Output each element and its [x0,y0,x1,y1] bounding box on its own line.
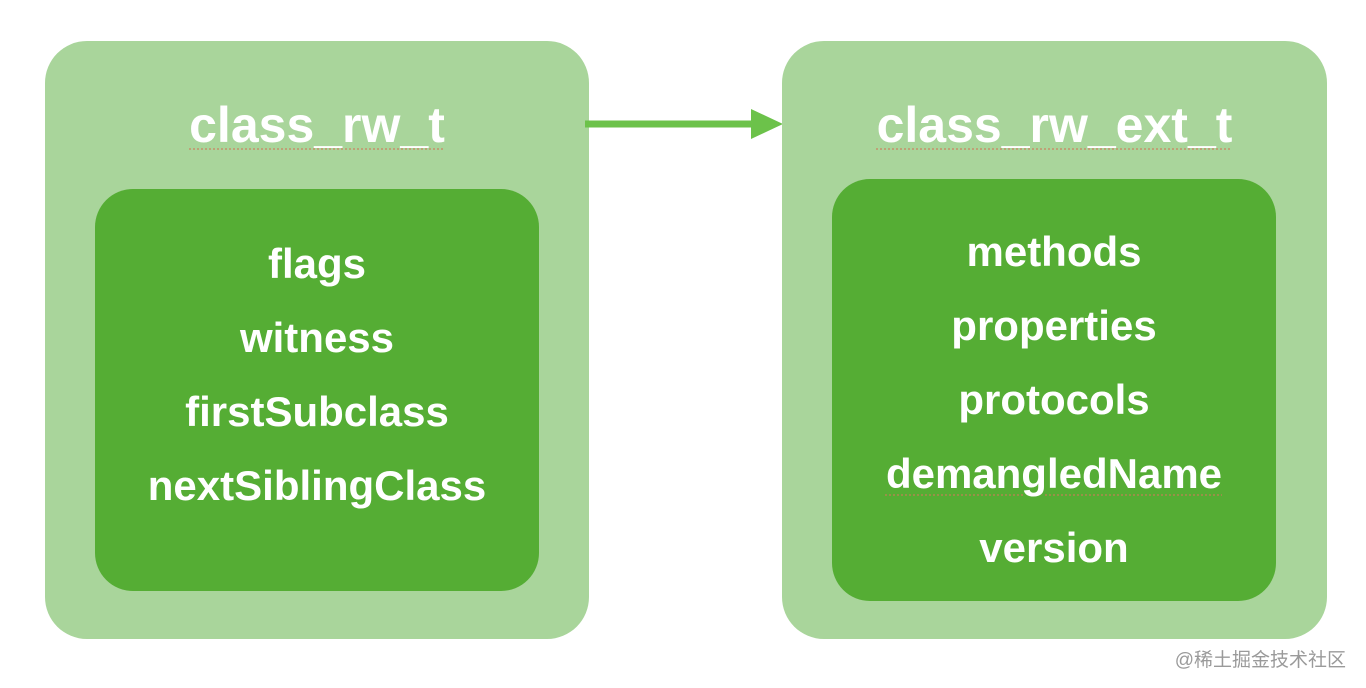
connector-arrow-head [751,109,783,139]
field-properties: properties [951,302,1157,349]
field-witness: witness [239,314,395,361]
class-rw-ext-t-title: class_rw_ext_t [876,97,1233,153]
field-first-subclass: firstSubclass [185,388,449,435]
connector-arrow [585,109,783,139]
class-rw-ext-t-fields-box: methods properties protocols demangledNa… [832,179,1276,601]
class-rw-t-panel: class_rw_t flags witness firstSubclass n… [45,41,589,639]
class-rw-ext-t-field-list: methods properties protocols demangledNa… [832,215,1276,585]
class-rw-ext-t-panel: class_rw_ext_t methods properties protoc… [782,41,1327,639]
field-methods: methods [966,228,1142,275]
field-next-sibling-class: nextSiblingClass [147,462,487,509]
field-flags: flags [267,240,367,287]
field-demangled-name: demangledName [885,450,1223,497]
class-rw-t-title: class_rw_t [189,97,445,153]
class-rw-t-fields-box: flags witness firstSubclass nextSiblingC… [95,189,539,591]
field-protocols: protocols [958,376,1150,423]
field-version: version [979,524,1129,571]
watermark-text: @稀土掘金技术社区 [1174,650,1346,671]
class-rw-t-field-list: flags witness firstSubclass nextSiblingC… [95,227,539,523]
